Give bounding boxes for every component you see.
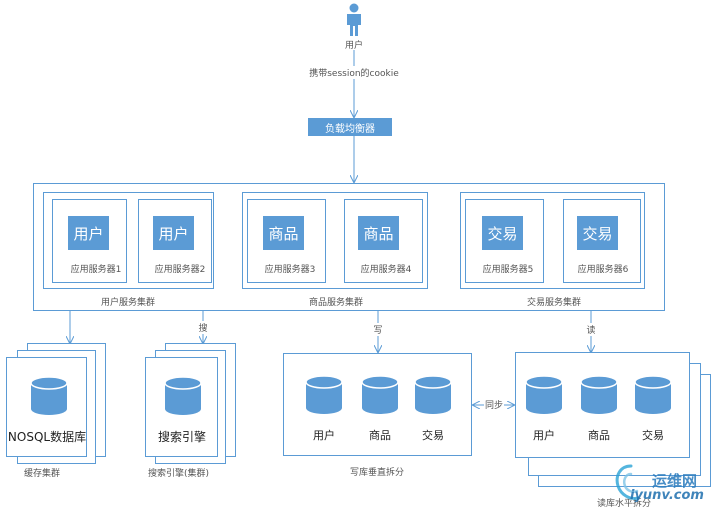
database-icon bbox=[525, 375, 563, 414]
database-icon bbox=[361, 375, 399, 414]
read-db-goods: 商品 bbox=[588, 429, 610, 442]
app-server-1-label: 应用服务器1 bbox=[70, 265, 122, 275]
search-edge-label: 搜 bbox=[198, 321, 208, 334]
read-db-caption: 读库水平拆分 bbox=[596, 499, 652, 509]
app-server-5-label: 应用服务器5 bbox=[482, 265, 534, 275]
write-db-goods: 商品 bbox=[369, 429, 391, 442]
database-icon bbox=[305, 375, 343, 414]
database-icon bbox=[164, 376, 202, 415]
database-icon bbox=[414, 375, 452, 414]
app-server-3-label: 应用服务器3 bbox=[264, 265, 316, 275]
database-icon bbox=[634, 375, 672, 414]
person-icon bbox=[347, 3, 361, 36]
search-engine-name: 搜索引擎 bbox=[157, 430, 207, 444]
app-server-5-tile: 交易 bbox=[482, 216, 523, 250]
app-server-3-tile: 商品 bbox=[263, 216, 304, 250]
database-icon bbox=[30, 376, 68, 415]
app-server-2-label: 应用服务器2 bbox=[154, 265, 206, 275]
write-db-trade: 交易 bbox=[422, 429, 444, 442]
write-db-user: 用户 bbox=[313, 429, 335, 442]
watermark-logo-icon bbox=[615, 464, 640, 500]
goods-cluster-caption: 商品服务集群 bbox=[308, 298, 364, 308]
cache-caption: 缓存集群 bbox=[24, 469, 61, 479]
app-server-6-label: 应用服务器6 bbox=[577, 265, 629, 275]
database-icon bbox=[580, 375, 618, 414]
cookie-note: 携带session的cookie bbox=[307, 66, 401, 79]
watermark-url: iyunv.com bbox=[630, 488, 704, 503]
sync-edge-label: 同步 bbox=[483, 398, 505, 411]
app-server-4-label: 应用服务器4 bbox=[360, 265, 412, 275]
trade-cluster-caption: 交易服务集群 bbox=[526, 298, 582, 308]
read-edge-label: 读 bbox=[586, 323, 596, 336]
app-server-2-tile: 用户 bbox=[153, 216, 194, 250]
app-server-1-tile: 用户 bbox=[68, 216, 109, 250]
read-db-trade: 交易 bbox=[642, 429, 664, 442]
watermark-name: 运维网 bbox=[652, 472, 698, 490]
write-db-caption: 写库垂直拆分 bbox=[349, 468, 405, 478]
write-edge-label: 写 bbox=[373, 323, 383, 336]
user-cluster-caption: 用户服务集群 bbox=[100, 298, 156, 308]
user-label: 用户 bbox=[344, 41, 364, 51]
app-server-4-tile: 商品 bbox=[358, 216, 399, 250]
search-engine-caption: 搜索引擎(集群) bbox=[148, 469, 210, 479]
read-db-user: 用户 bbox=[533, 429, 555, 442]
app-server-6-tile: 交易 bbox=[577, 216, 618, 250]
cache-db-name: NOSQL数据库 bbox=[7, 430, 87, 444]
load-balancer: 负载均衡器 bbox=[308, 118, 392, 136]
